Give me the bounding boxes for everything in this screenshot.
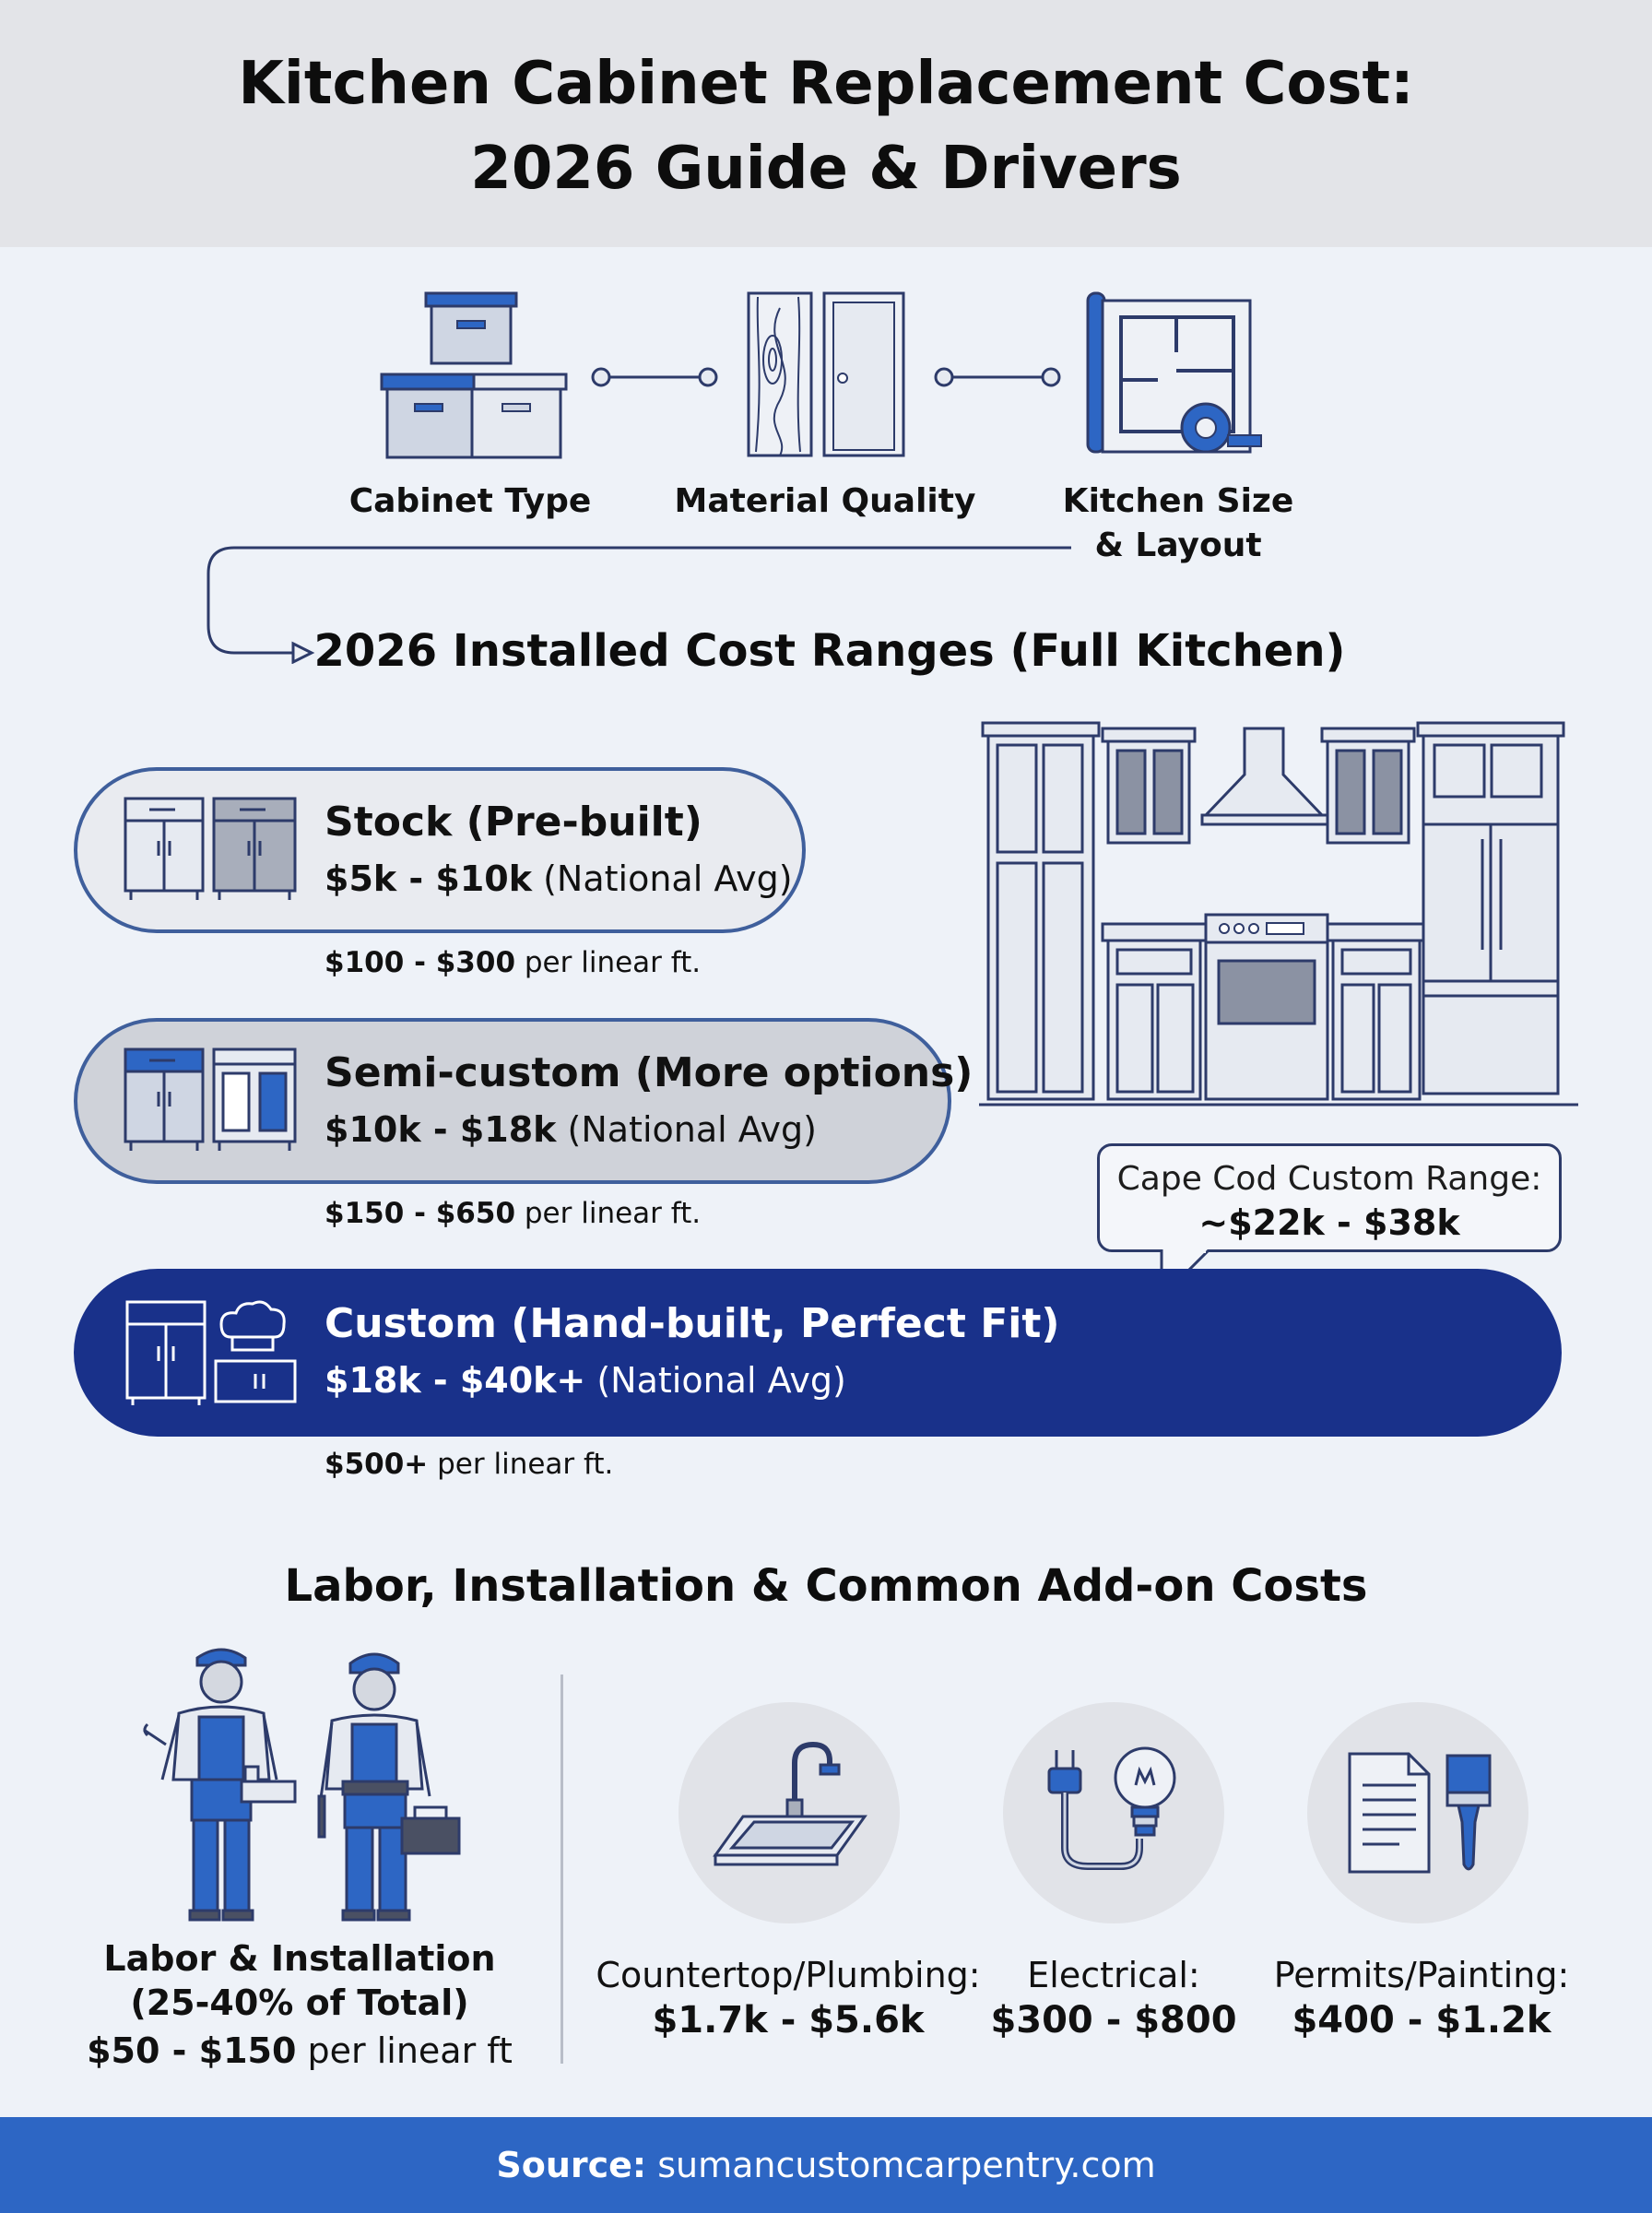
semi-custom-tier-note: (National Avg) — [567, 1109, 817, 1150]
driver-label-material-quality: Material Quality — [674, 482, 976, 520]
stock-linear-suffix: per linear ft. — [524, 946, 702, 979]
stock-linear-line: $100 - $300 per linear ft. — [324, 946, 701, 979]
cape-cod-callout: Cape Cod Custom Range: ~$22k - $38k — [1097, 1143, 1562, 1252]
custom-linear-line: $500+ per linear ft. — [324, 1448, 613, 1481]
sink-icon — [713, 1741, 867, 1866]
wood-door-icon — [747, 291, 905, 457]
stock-tier-price-line: $5k - $10k (National Avg) — [324, 856, 793, 902]
footer-source-label: Source: — [496, 2145, 647, 2185]
labor-section-title: Labor, Installation & Common Add-on Cost… — [284, 1560, 1368, 1612]
plug-bulb-icon — [1047, 1746, 1176, 1870]
footer-source: Source: sumancustomcarpentry.com — [0, 2117, 1652, 2213]
page-title-line1: Kitchen Cabinet Replacement Cost: — [238, 50, 1414, 118]
custom-linear-value: $500+ — [324, 1448, 429, 1481]
boxes-icon — [380, 291, 568, 459]
addon-label-countertop: Countertop/Plumbing: — [596, 1955, 981, 1995]
semi-custom-tier-price: $10k - $18k — [324, 1109, 557, 1150]
driver-label-layout: & Layout — [1094, 527, 1262, 564]
custom-cabinet-chef-icon — [125, 1300, 297, 1405]
document-brush-icon — [1348, 1752, 1492, 1874]
custom-tier-card — [74, 1269, 1562, 1437]
stock-linear-value: $100 - $300 — [324, 946, 516, 979]
addon-label-electrical: Electrical: — [1027, 1955, 1200, 1995]
custom-tier-price: $18k - $40k+ — [324, 1360, 586, 1401]
labor-title: Labor & Installation — [103, 1938, 496, 1979]
kitchen-illustration-icon — [979, 721, 1578, 1106]
connector-line-icon — [591, 367, 718, 387]
stock-cabinet-icon — [124, 797, 297, 900]
header-band — [0, 0, 1652, 247]
semi-custom-linear-suffix: per linear ft. — [524, 1197, 702, 1230]
driver-label-kitchen-size: Kitchen Size — [1062, 482, 1294, 520]
driver-label-cabinet-type: Cabinet Type — [348, 482, 592, 520]
page-title-line2: 2026 Guide & Drivers — [470, 135, 1182, 203]
custom-linear-suffix: per linear ft. — [437, 1448, 614, 1481]
semi-custom-tier-name: Semi-custom (More options) — [324, 1049, 974, 1096]
stock-tier-note: (National Avg) — [543, 858, 793, 899]
addon-label-permits: Permits/Painting: — [1273, 1955, 1570, 1995]
addon-value-permits: $400 - $1.2k — [1292, 1999, 1552, 2041]
stock-tier-name: Stock (Pre-built) — [324, 799, 702, 846]
addon-circle-electrical — [1003, 1702, 1224, 1923]
addon-value-countertop: $1.7k - $5.6k — [652, 1999, 925, 2041]
section-divider — [560, 1675, 563, 2064]
custom-tier-note: (National Avg) — [596, 1360, 846, 1401]
labor-rate-value: $50 - $150 — [87, 2030, 297, 2071]
cost-ranges-title: 2026 Installed Cost Ranges (Full Kitchen… — [313, 625, 1346, 677]
custom-tier-price-line: $18k - $40k+ (National Avg) — [324, 1357, 846, 1403]
semi-custom-linear-value: $150 - $650 — [324, 1197, 516, 1230]
footer-source-link[interactable]: sumancustomcarpentry.com — [657, 2145, 1156, 2185]
labor-rate-suffix: per linear ft — [307, 2030, 513, 2071]
floorplan-tape-icon — [1086, 291, 1262, 454]
addon-value-electrical: $300 - $800 — [990, 1999, 1237, 2041]
semi-custom-tier-price-line: $10k - $18k (National Avg) — [324, 1106, 817, 1153]
semi-custom-cabinet-icon — [124, 1047, 297, 1151]
labor-share: (25-40% of Total) — [130, 1982, 469, 2023]
labor-rate-line: $50 - $150 per linear ft — [74, 2029, 525, 2073]
workers-icon — [143, 1648, 461, 1922]
connector-line-icon — [934, 367, 1061, 387]
stock-tier-price: $5k - $10k — [324, 858, 532, 899]
callout-label: Cape Cod Custom Range: — [1116, 1160, 1542, 1198]
callout-value: ~$22k - $38k — [1198, 1202, 1460, 1243]
semi-custom-linear-line: $150 - $650 per linear ft. — [324, 1197, 701, 1230]
flow-arrow-icon — [206, 546, 1071, 664]
custom-tier-name: Custom (Hand-built, Perfect Fit) — [324, 1300, 1060, 1347]
